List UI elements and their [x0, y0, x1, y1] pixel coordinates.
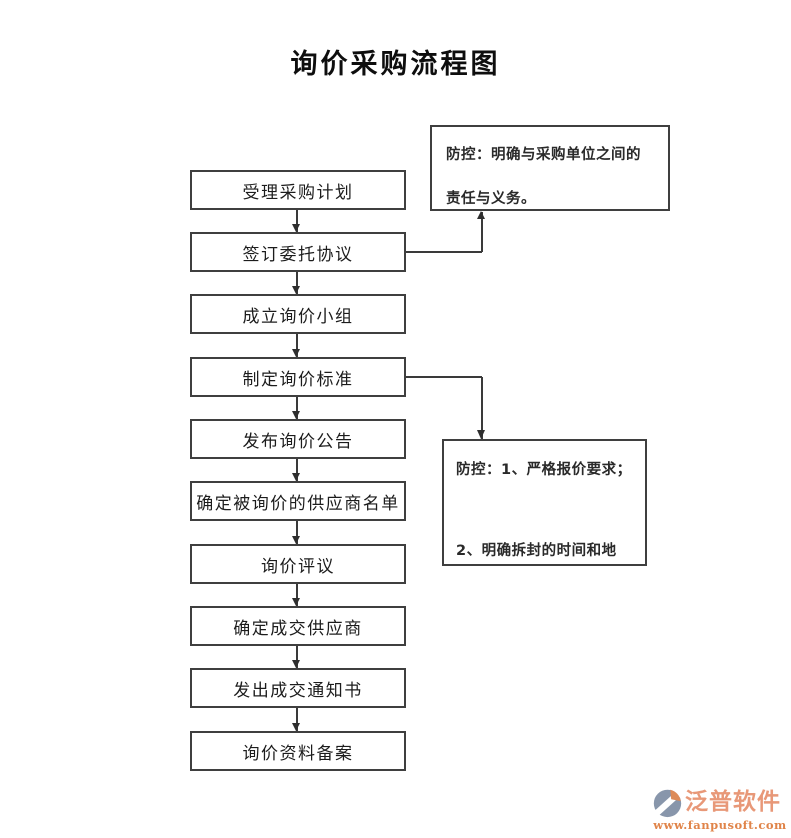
annotation-box-1: 防控：明确与采购单位之间的 责任与义务。	[430, 125, 670, 211]
arrow-down-icon	[293, 708, 300, 731]
annotation-line: 防控：1、严格报价要求；	[456, 462, 632, 478]
arrow-down-icon	[293, 397, 300, 419]
flow-step-7: 询价评议	[190, 544, 406, 584]
connector-step2-to-note1	[406, 251, 482, 253]
flow-step-9: 发出成交通知书	[190, 668, 406, 708]
flow-step-label: 询价资料备案	[242, 743, 354, 764]
flow-step-label: 确定成交供应商	[233, 618, 363, 639]
page-title: 询价采购流程图	[290, 49, 501, 80]
flow-step-label: 发布询价公告	[242, 431, 354, 452]
flow-step-label: 询价评议	[261, 556, 335, 577]
annotation-line: 责任与义务。	[446, 191, 536, 207]
annotation-line: 2、明确拆封的时间和地	[456, 543, 617, 559]
arrow-down-icon	[293, 210, 300, 232]
flow-step-3: 成立询价小组	[190, 294, 406, 334]
arrow-down-icon	[293, 272, 300, 294]
connector-step4-to-note2	[406, 376, 482, 378]
fanpu-logo-row: 泛普软件	[652, 787, 788, 818]
flow-step-10: 询价资料备案	[190, 731, 406, 771]
flow-step-label: 成立询价小组	[242, 306, 354, 327]
flow-step-8: 确定成交供应商	[190, 606, 406, 646]
arrow-down-icon	[293, 459, 300, 481]
annotation-line: 防控：明确与采购单位之间的	[446, 147, 641, 163]
flow-step-label: 发出成交通知书	[233, 680, 363, 701]
arrow-down-icon	[293, 334, 300, 357]
arrow-down-icon	[293, 584, 300, 606]
flow-step-2: 签订委托协议	[190, 232, 406, 272]
arrow-down-icon	[478, 377, 485, 439]
flow-step-5: 发布询价公告	[190, 419, 406, 459]
flow-step-4: 制定询价标准	[190, 357, 406, 397]
fanpu-logo-text: 泛普软件	[685, 789, 781, 815]
annotation-box-2: 防控：1、严格报价要求； 2、明确拆封的时间和地	[442, 439, 647, 566]
arrow-up-icon	[478, 211, 485, 252]
flow-step-1: 受理采购计划	[190, 170, 406, 210]
flow-step-label: 签订委托协议	[242, 244, 354, 265]
fanpu-logo-icon	[652, 787, 683, 818]
fanpu-logo: 泛普软件 www.fanpusoft.com	[652, 787, 788, 832]
flow-step-label: 制定询价标准	[242, 369, 354, 390]
arrow-down-icon	[293, 521, 300, 544]
flow-step-label: 确定被询价的供应商名单	[196, 493, 400, 514]
flow-step-label: 受理采购计划	[242, 182, 354, 203]
arrow-down-icon	[293, 646, 300, 668]
fanpu-logo-url: www.fanpusoft.com	[653, 818, 787, 832]
flow-step-6: 确定被询价的供应商名单	[190, 481, 406, 521]
